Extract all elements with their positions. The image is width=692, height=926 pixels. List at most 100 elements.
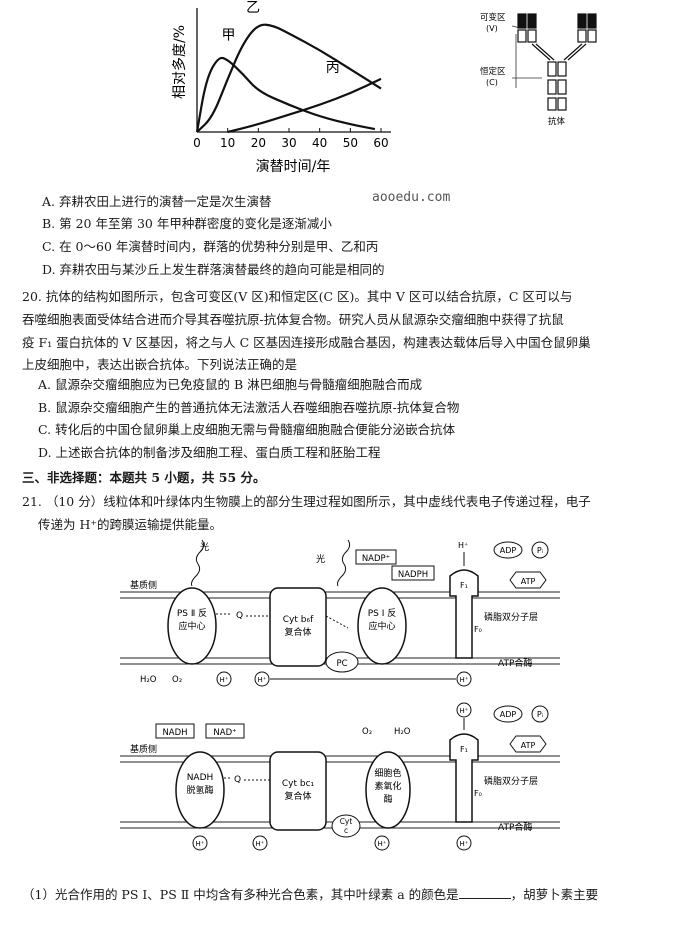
psii-label-1: PS Ⅱ 反 (177, 608, 207, 619)
adp-label-1: ADP (500, 546, 517, 555)
nad-box (205, 723, 245, 739)
watermark: aooedu.com (372, 190, 451, 205)
adp-label-2: ADP (500, 710, 517, 719)
pi-label-2: Pᵢ (537, 710, 543, 719)
h-ion-6 (374, 835, 390, 851)
pi-label-1: Pᵢ (537, 546, 543, 555)
psii-label-2: 应中心 (178, 620, 205, 632)
q20-stem-line-4: 上皮细胞中，表达出嵌合抗体。下列说法正确的是 (22, 357, 298, 372)
h2o-label-1: H₂O (140, 675, 157, 685)
h-ion-label-6: H⁺ (378, 840, 387, 848)
light-label-2: 光 (316, 553, 325, 565)
series-line-丙 (227, 77, 382, 134)
series-label-丙: 丙 (326, 60, 340, 76)
atp-star-2 (509, 735, 547, 753)
light-label-1: 光 (200, 541, 209, 553)
h-ion-top (456, 702, 472, 718)
q21-sub-1-before: （1）光合作用的 PS Ⅰ、PS Ⅱ 中均含有多种光合色素，其中叶绿素 a 的颜… (22, 887, 459, 902)
q20-option-b: B. 鼠源杂交瘤细胞产生的普通抗体无法激活人吞噬细胞吞噬抗原-抗体复合物 (38, 400, 460, 415)
series-line-甲 (195, 56, 376, 133)
q-label-1: Q (236, 611, 243, 621)
q20-stem-line-2: 吞噬细胞表面受体结合进而介导其吞噬抗原-抗体复合物。研究人员从鼠源杂交瘤细胞中获… (22, 312, 564, 327)
atp-synthase (449, 569, 479, 659)
nadh-dehydrogenase (175, 751, 225, 829)
psi-label-2: 应中心 (368, 620, 395, 632)
fo-label-2: F₀ (474, 789, 482, 798)
h-ion-5 (252, 835, 268, 851)
h-ion-label-1: H⁺ (220, 676, 229, 684)
atp-synthase-label-2: ATP合酶 (498, 821, 532, 833)
x-tick-label: 0 (193, 136, 201, 150)
nadp-box (355, 549, 397, 565)
cyt-bc1-complex (269, 751, 327, 831)
x-tick-label: 40 (312, 136, 327, 150)
q20-option-a: A. 鼠源杂交瘤细胞应为已免疫鼠的 B 淋巴细胞与骨髓瘤细胞融合而成 (38, 377, 423, 392)
pc-label: PC (336, 659, 347, 669)
atp-label-2: ATP (521, 741, 536, 750)
constant-region-sub: (C) (486, 78, 498, 87)
antibody-structure (517, 13, 597, 111)
q21-sub-1-after: ，胡萝卜素主要 (510, 887, 599, 902)
nad-label: NAD⁺ (213, 728, 236, 738)
y-axis-label: 相对多度/% (171, 25, 188, 99)
series-line-乙 (196, 23, 382, 133)
cyt-b6f-label-2: 复合体 (284, 626, 311, 638)
q21-stem-line-2: 传递为 H⁺的跨膜运输提供能量。 (38, 517, 222, 532)
adp-oval-2 (493, 705, 523, 723)
variable-region-label: 可变区 (480, 12, 506, 23)
q20-option-d: D. 上述嵌合抗体的制备涉及细胞工程、蛋白质工程和胚胎工程 (38, 445, 381, 460)
h-ion-label-5: H⁺ (256, 840, 265, 848)
q21-sub-1: （1）光合作用的 PS Ⅰ、PS Ⅱ 中均含有多种光合色素，其中叶绿素 a 的颜… (22, 884, 598, 903)
h-top-label-1: H⁺ (458, 541, 468, 550)
x-tick-label: 60 (373, 136, 388, 150)
q19-option-a: A. 弃耕农田上进行的演替一定是次生演替 (42, 194, 272, 209)
h-ion-label-7: H⁺ (460, 840, 469, 848)
dehydro-label-2: 脱氢酶 (186, 784, 213, 796)
nadp-label: NADP⁺ (362, 554, 390, 564)
psii-complex (167, 587, 217, 665)
psi-complex (357, 587, 407, 665)
matrix-side-label: 基质侧 (130, 579, 157, 591)
variable-region-sub: (V) (486, 24, 498, 33)
nadph-label: NADPH (398, 570, 428, 580)
x-tick-label: 50 (343, 136, 358, 150)
oxidase-label-1: 细胞色 (374, 767, 401, 779)
antibody-label: 抗体 (548, 116, 566, 127)
h-ion-7 (456, 835, 472, 851)
x-axis-label: 演替时间/年 (256, 159, 331, 175)
f1-label-2: F₁ (460, 745, 468, 754)
lipid-label-2: 磷脂双分子层 (484, 775, 538, 787)
x-tick-label: 20 (251, 136, 266, 150)
cyt-c-carrier (331, 814, 361, 838)
o2-label-2: O₂ (362, 727, 372, 737)
adp-oval (493, 541, 523, 559)
pc-carrier (325, 651, 359, 673)
antibody-diagram: 可变区 (V) 恒定区 (C) 抗体 (480, 12, 597, 127)
cyt-bc1-label-1: Cyt bc₁ (282, 779, 315, 789)
cyt-bc1-label-2: 复合体 (284, 790, 311, 802)
psi-label-1: PS Ⅰ 反 (368, 608, 397, 619)
f1-label-1: F₁ (460, 581, 468, 590)
h-ion-2 (254, 671, 270, 687)
nadh-label: NADH (162, 728, 187, 738)
series-label-乙: 乙 (246, 0, 260, 16)
h-ion-3 (456, 671, 472, 687)
q19-option-b: B. 第 20 年至第 30 年甲种群密度的变化是逐渐减小 (42, 216, 332, 231)
q19-option-c: C. 在 0～60 年演替时间内，群落的优势种分别是甲、乙和丙 (42, 239, 379, 254)
nadph-box (391, 565, 435, 581)
atp-synthase-label-1: ATP合酶 (498, 657, 532, 669)
answer-blank[interactable] (458, 888, 511, 899)
atp-synthase-2 (449, 733, 479, 823)
series-label-甲: 甲 (222, 27, 236, 43)
q20-option-c: C. 转化后的中国仓鼠卵巢上皮细胞无需与骨髓瘤细胞融合便能分泌嵌合抗体 (38, 422, 456, 437)
section-3-heading: 三、非选择题：本题共 5 小题，共 55 分。 (22, 470, 266, 485)
lipid-label-1: 磷脂双分子层 (484, 611, 538, 623)
oxidase-label-2: 素氧化 (374, 780, 401, 792)
h-ion-label-2: H⁺ (258, 676, 267, 684)
dehydro-label-1: NADH (187, 773, 214, 783)
cytc-label-1: Cyt (340, 817, 353, 826)
oxidase-label-3: 酶 (383, 793, 392, 805)
cyt-b6f-complex (269, 587, 327, 667)
pi-circle (531, 541, 549, 559)
atp-star (509, 571, 547, 589)
